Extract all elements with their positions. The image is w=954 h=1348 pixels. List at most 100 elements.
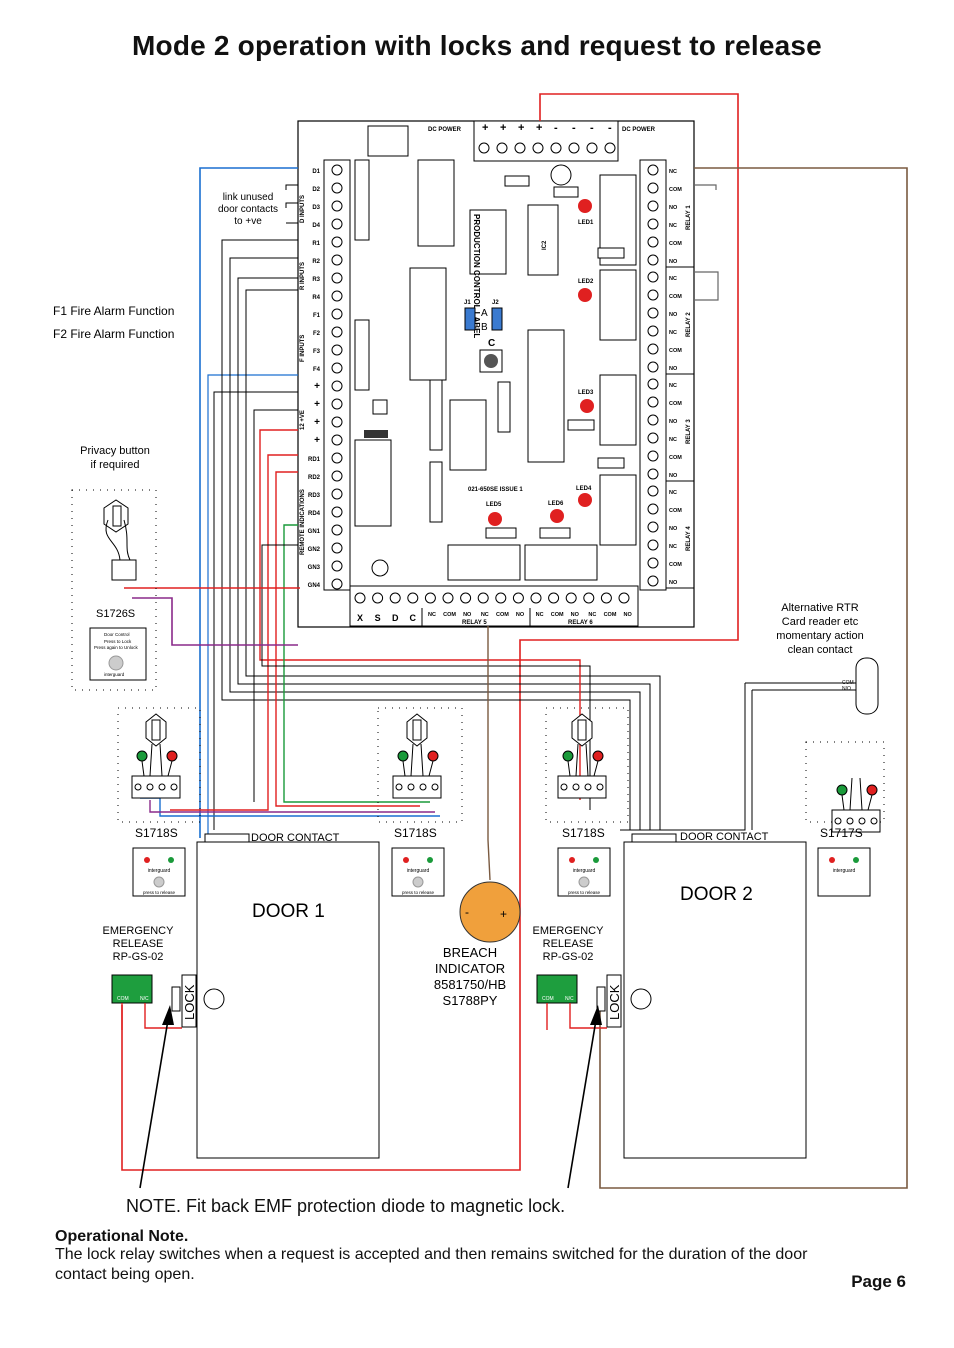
arrow-to-lock1 (139, 1019, 169, 1189)
terminal-label: F2 (313, 331, 321, 337)
relay-terminal-hole (647, 236, 659, 248)
keypad-face (817, 847, 871, 897)
door1-label: DOOR 1 (252, 901, 325, 922)
relay-terminal-hole (647, 200, 659, 212)
jumper-j2 (491, 307, 503, 331)
f2-label: F2 Fire Alarm Function (53, 327, 174, 341)
terminal-label: F1 (313, 313, 321, 319)
relay-terminal-hole (647, 254, 659, 266)
svg-text:Press to Lock: Press to Lock (104, 639, 132, 644)
card-reader-no: N/O (842, 686, 851, 692)
svg-text:interguard: interguard (104, 672, 125, 677)
svg-text:if required: if required (91, 459, 140, 471)
power-sign: + (500, 122, 506, 134)
relay-pin-label: NC (669, 169, 677, 175)
relay-pin-label: COM (669, 455, 682, 461)
relay-terminal-hole (647, 575, 659, 587)
terminal-hole (331, 506, 343, 518)
lock1-label: LOCK (182, 984, 197, 1020)
keypad-terminal (831, 809, 881, 833)
ic-chip (527, 329, 565, 463)
relay-terminal-hole (647, 182, 659, 194)
led1-label: LED1 (578, 220, 594, 226)
green-led (836, 784, 848, 796)
keypad-terminal (557, 775, 607, 799)
relay-terminal-hole (647, 503, 659, 515)
ic-chip (449, 399, 487, 471)
terminal-label: RD1 (308, 457, 321, 463)
relay-pin-label: COM (669, 401, 682, 407)
production-control-label (469, 209, 507, 275)
relay-pin-label: NC (669, 383, 677, 389)
terminal-label: R3 (312, 277, 320, 283)
terminal-label: R2 (312, 259, 320, 265)
relay-pin-label: NC (669, 276, 677, 282)
dc-power-terminal (473, 120, 619, 162)
breach-label: BREACH (443, 945, 497, 960)
page-title: Mode 2 operation with locks and request … (132, 30, 822, 61)
terminal-label: RD2 (308, 475, 321, 481)
card-reader-com: COM (842, 680, 854, 686)
terminal-label: + (314, 381, 320, 392)
relay-pin-label: COM (669, 187, 682, 193)
svg-text:N/C: N/C (565, 996, 574, 1002)
interguard-label: interguard (407, 868, 430, 874)
bottom-relay-pin-label: NO (516, 612, 525, 618)
svg-text:RELEASE: RELEASE (113, 938, 164, 950)
emergency-1-label: EMERGENCY (103, 925, 175, 937)
keypad-face (132, 847, 186, 897)
terminal-label: R1 (312, 241, 320, 247)
relay-pin-label: NO (669, 366, 678, 372)
terminal-hole (331, 182, 343, 194)
terminal-label: D4 (312, 223, 320, 229)
power-sign: - (590, 122, 594, 134)
terminal-label: RD4 (308, 511, 321, 517)
emergency-release-2 (536, 974, 578, 1004)
remote-indications-label: REMOTE INDICATIONS (300, 489, 306, 555)
led5-label: LED5 (486, 502, 502, 508)
led2 (578, 288, 592, 302)
release-button[interactable] (153, 876, 165, 888)
door1-handle (203, 988, 225, 1010)
svg-text:momentary action: momentary action (776, 630, 863, 642)
led3 (580, 399, 594, 413)
terminal-label: GN2 (308, 547, 321, 553)
ic-chip (354, 439, 392, 527)
bottom-terminal-hole (460, 592, 472, 604)
breach-indicator (459, 881, 521, 943)
terminal-hole (331, 200, 343, 212)
release-button[interactable] (578, 876, 590, 888)
relay-pin-label: NC (669, 437, 677, 443)
relay-terminal-hole (647, 378, 659, 390)
door-contact-2-label: DOOR CONTACT (680, 831, 769, 843)
relay-terminal-hole (647, 539, 659, 551)
power-sign: + (536, 122, 542, 134)
relay-pin-label: COM (669, 348, 682, 354)
terminal-hole (331, 416, 343, 428)
relay-terminal-hole (647, 289, 659, 301)
led5 (488, 512, 502, 526)
terminal-hole (331, 470, 343, 482)
relay-terminal-hole (647, 414, 659, 426)
terminal-hole (331, 560, 343, 572)
terminal-label: + (314, 417, 320, 428)
bottom-terminal-hole (583, 592, 595, 604)
right-terminal-strip (639, 159, 667, 591)
svg-text:N/C: N/C (140, 996, 149, 1002)
xsdc-label: C (410, 613, 417, 623)
green-led (397, 750, 409, 762)
release-button[interactable] (412, 876, 424, 888)
bottom-terminal-hole (424, 592, 436, 604)
relay6-label: RELAY 6 (568, 620, 593, 626)
led2-label: LED2 (578, 279, 594, 285)
capacitor (524, 544, 598, 581)
relay-pin-label: COM (669, 508, 682, 514)
link-unused-label: link unused (223, 192, 274, 203)
relay-terminal-hole (647, 271, 659, 283)
dc-power-right-label: DC POWER (622, 127, 656, 133)
bottom-relay-pin-label: COM (551, 612, 564, 618)
power-terminal-hole (496, 142, 508, 154)
door2-handle (630, 988, 652, 1010)
led4 (578, 493, 592, 507)
led1 (578, 199, 592, 213)
